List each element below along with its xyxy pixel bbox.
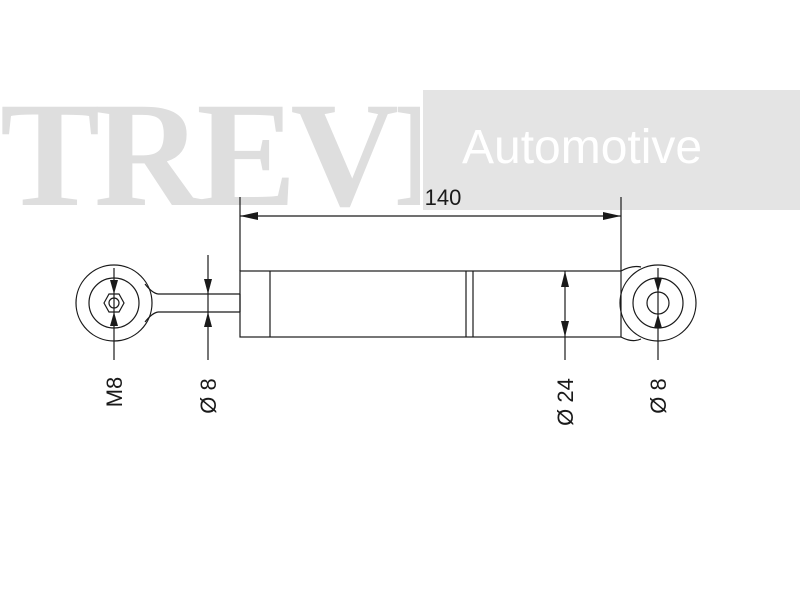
- thread-dimension: [110, 268, 118, 360]
- bore-label: Ø 8: [646, 378, 671, 413]
- body-diameter-label: Ø 24: [553, 378, 578, 426]
- length-label: 140: [425, 185, 462, 210]
- length-arrow-left: [240, 212, 258, 220]
- left-neck: [144, 283, 159, 323]
- tagline-watermark: Automotive: [462, 121, 703, 174]
- thread-label: M8: [102, 377, 127, 408]
- brand-watermark: TREVI: [0, 72, 420, 238]
- rod-diameter-label: Ø 8: [196, 378, 221, 413]
- rod-diameter-dimension: [204, 255, 212, 360]
- piston-rod: [158, 293, 241, 313]
- body-diameter-dimension: [561, 271, 569, 360]
- length-arrow-right: [603, 212, 621, 220]
- bore-dimension: [654, 268, 662, 360]
- tagline-band: [423, 90, 800, 210]
- cylinder-body: [239, 270, 622, 338]
